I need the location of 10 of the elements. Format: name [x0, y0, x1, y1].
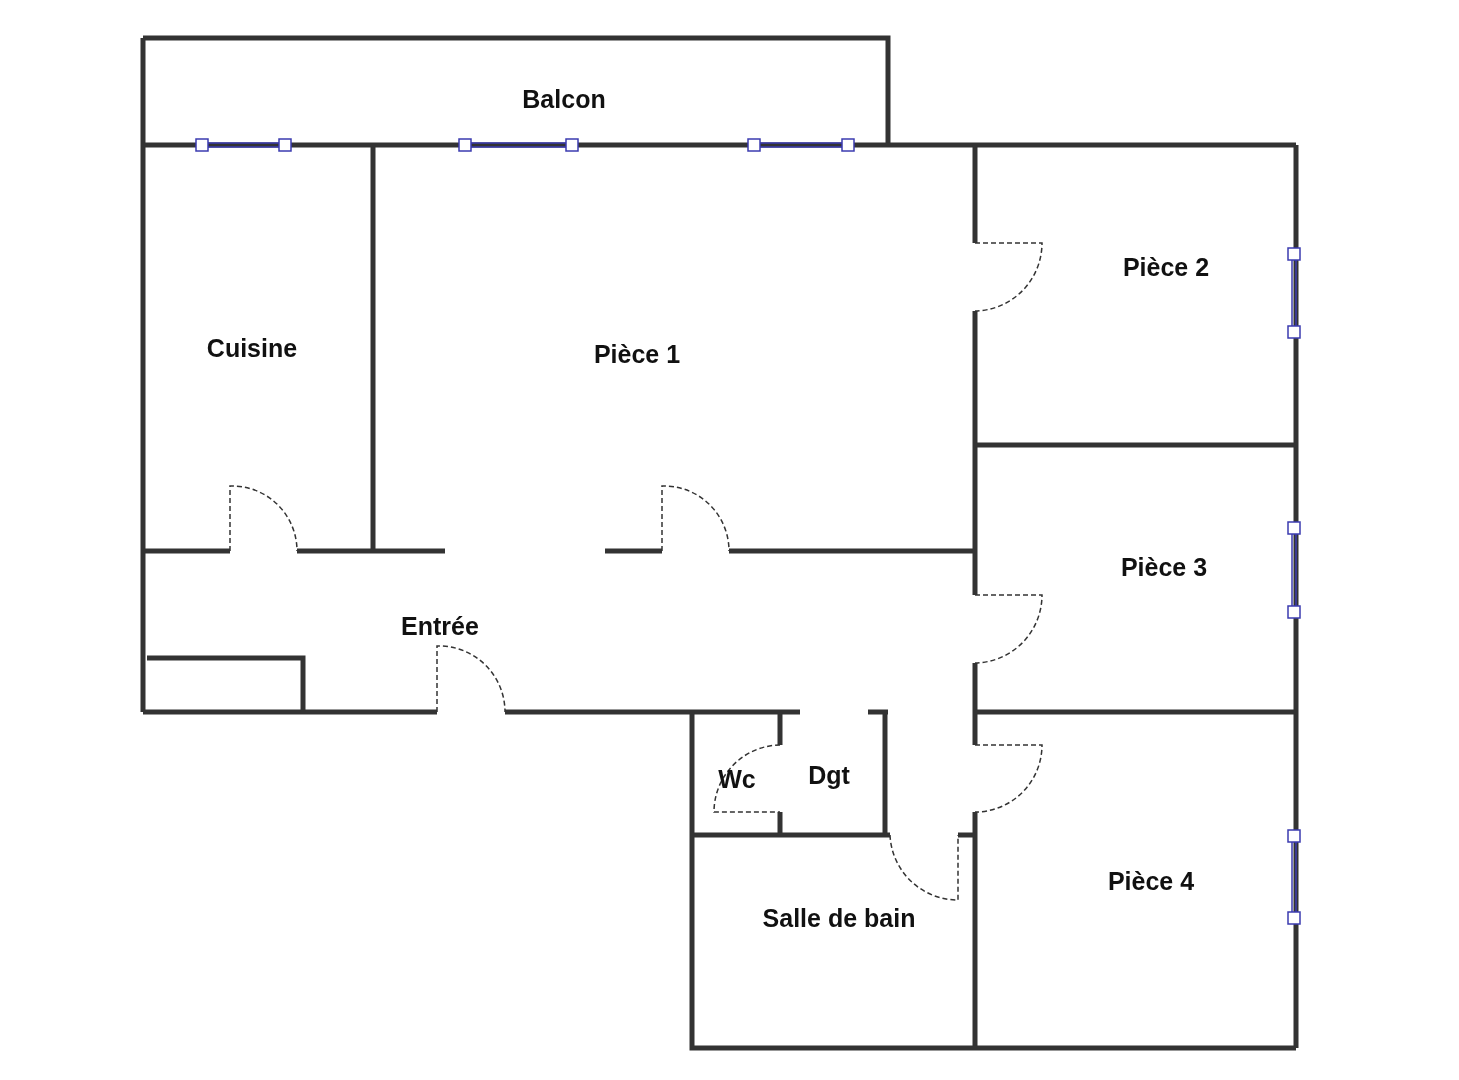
room-label: Dgt [808, 760, 850, 792]
room-label: Pièce 2 [1122, 252, 1210, 284]
room-label: Salle de bain [762, 903, 916, 935]
room-label: Balcon [522, 84, 606, 116]
room-label: Wc [718, 764, 756, 796]
room-label: Pièce 1 [593, 339, 681, 371]
room-label: Pièce 3 [1120, 552, 1208, 584]
room-label: Pièce 4 [1107, 866, 1195, 898]
room-label: Cuisine [206, 333, 298, 365]
room-label: Entrée [401, 611, 479, 643]
